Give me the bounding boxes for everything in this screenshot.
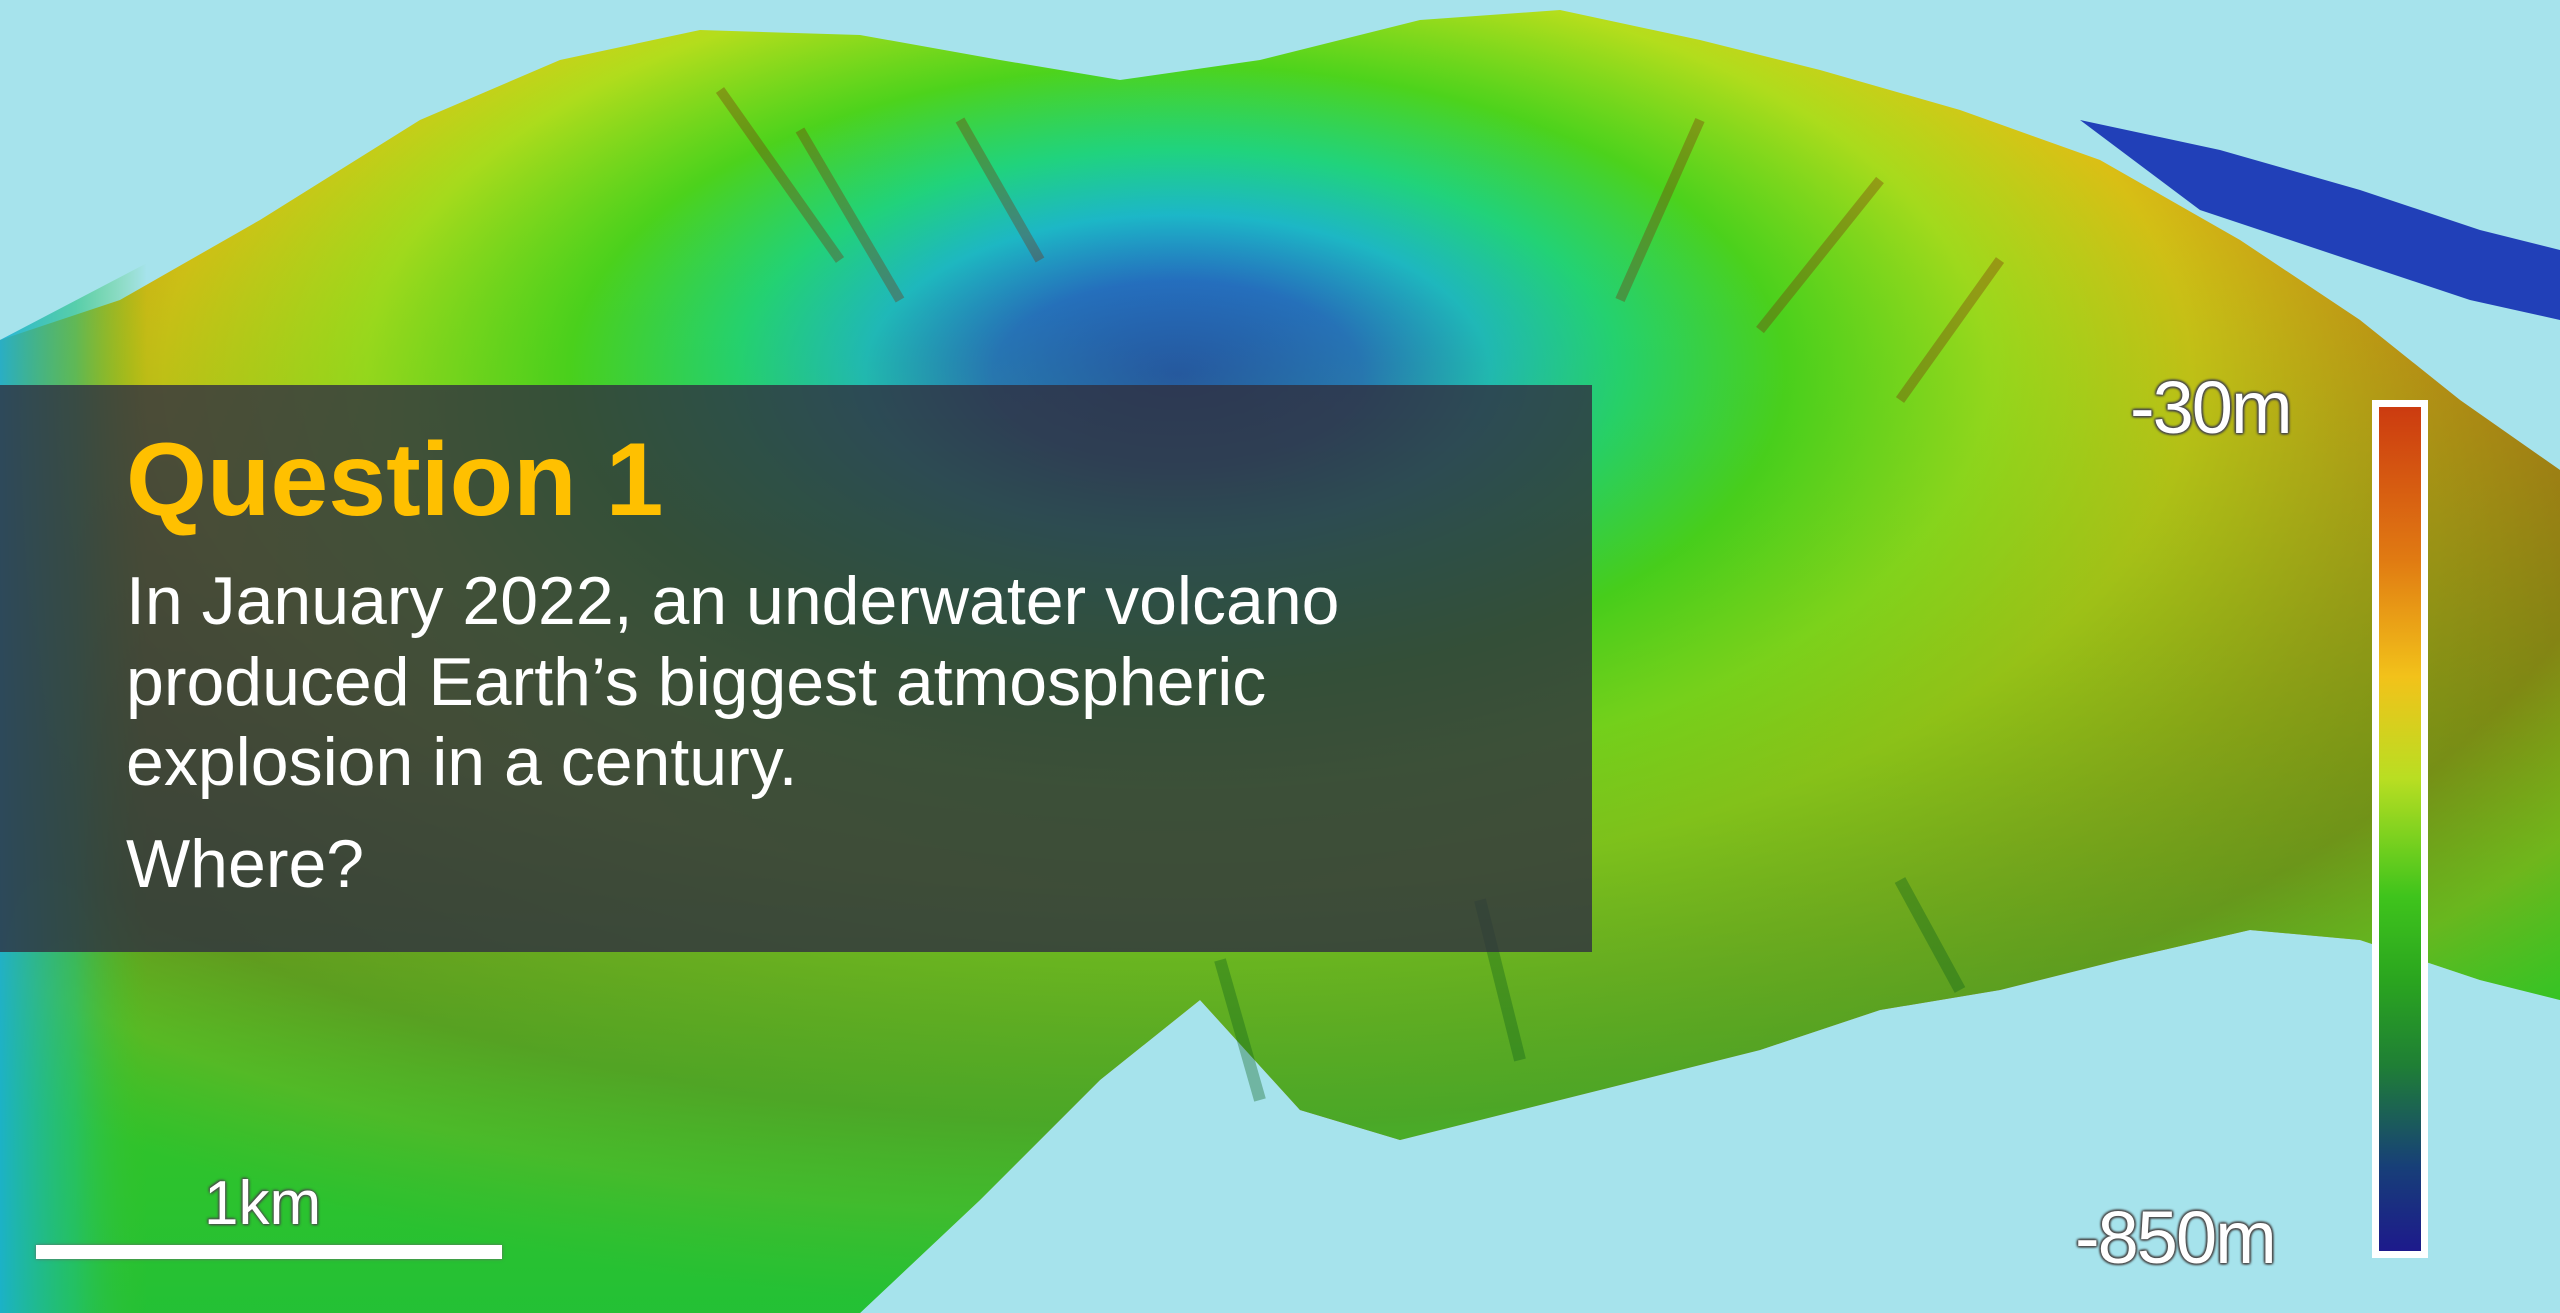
question-prompt: Where? [126,826,365,903]
scale-bar-label: 1km [204,1169,322,1238]
scale-bar [36,1245,502,1259]
depth-color-scale [2372,400,2428,1258]
depth-legend-bottom-label: -850m [2075,1196,2277,1279]
question-title: Question 1 [126,422,664,538]
question-text: In January 2022, an underwater volcano p… [126,563,1340,800]
question-panel: Question 1 In January 2022, an underwate… [0,385,1592,952]
depth-legend-top-label: -30m [2130,366,2293,449]
